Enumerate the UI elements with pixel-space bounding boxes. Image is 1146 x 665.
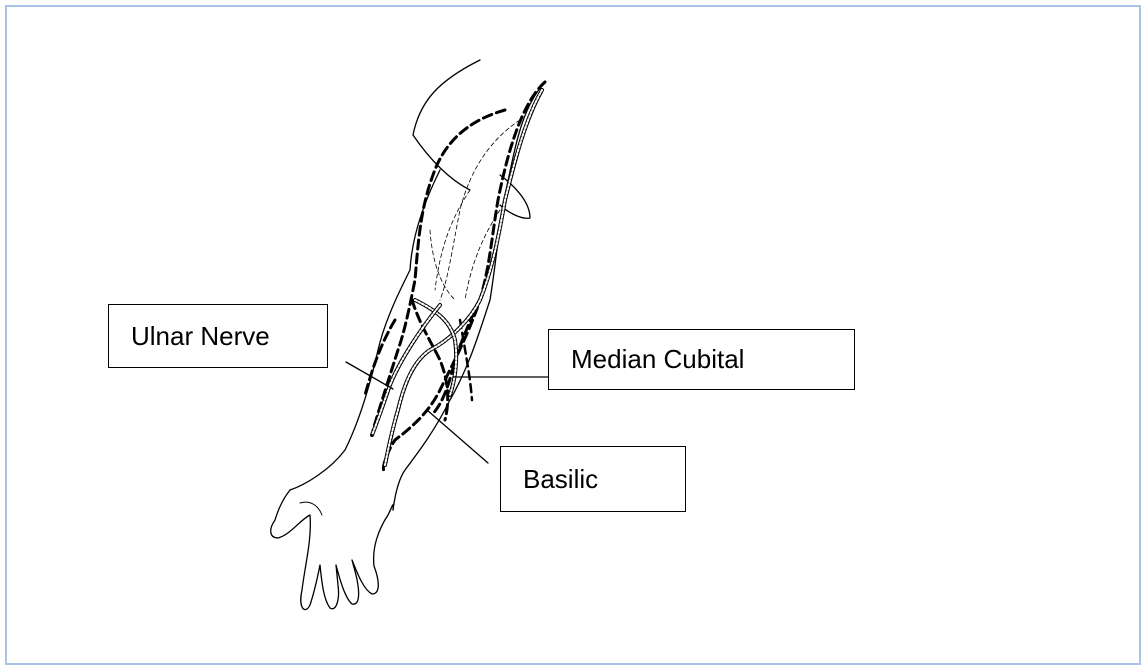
label-ulnar-nerve-text: Ulnar Nerve [131, 321, 270, 352]
nerve-1-inner [385, 90, 542, 465]
hand-line [300, 502, 322, 515]
muscle-line-3 [430, 230, 455, 300]
label-median-cubital-text: Median Cubital [571, 344, 744, 375]
label-ulnar-nerve: Ulnar Nerve [108, 304, 328, 368]
muscle-line-1 [440, 120, 520, 300]
label-basilic: Basilic [500, 446, 686, 512]
shoulder-outline [413, 60, 530, 218]
leader-basilic [427, 410, 488, 463]
muscle-line-2 [435, 190, 470, 290]
label-basilic-text: Basilic [523, 464, 598, 495]
label-median-cubital: Median Cubital [548, 329, 855, 390]
hand-outline [271, 490, 394, 610]
